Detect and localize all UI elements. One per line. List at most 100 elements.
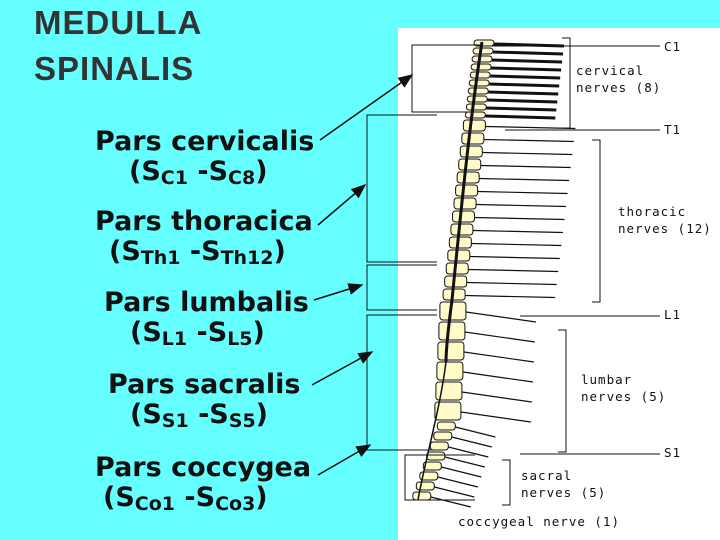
nerve-bracket — [558, 329, 567, 453]
vertebra — [465, 103, 487, 111]
vertebra — [461, 132, 485, 145]
nerve-root — [455, 426, 496, 438]
vertebra — [455, 184, 479, 197]
region-bracket — [366, 314, 437, 451]
nerve-root — [483, 138, 574, 143]
vertebra — [462, 119, 486, 132]
level-s1: S1 — [664, 445, 682, 460]
pointer-arrow — [317, 184, 367, 226]
nerve-root — [437, 476, 478, 488]
vertebra — [437, 341, 465, 361]
nerve-root — [485, 114, 556, 120]
vertebra — [450, 223, 474, 236]
vertebral-column — [412, 39, 495, 501]
vertebra — [451, 210, 475, 223]
region-pointers — [311, 74, 414, 476]
pars-sacralis: Pars sacralis (SS1 -SS5) — [108, 370, 300, 436]
vertebra — [471, 55, 493, 63]
title-line-2: SPINALIS — [34, 50, 195, 87]
vertebra — [448, 236, 472, 249]
level-t1: T1 — [664, 122, 682, 137]
level-l1: L1 — [664, 307, 682, 322]
vertebra — [447, 249, 471, 262]
pars-coccygea: Pars coccygea (SCo1 -SCo3) — [95, 453, 311, 519]
nerve-bracket — [592, 139, 601, 303]
pointer-arrow — [311, 351, 374, 386]
nerve-root — [469, 255, 560, 260]
nerve-roots — [430, 42, 576, 508]
part-segments: (SS1 -SS5) — [130, 399, 269, 433]
part-name: Pars lumbalis — [104, 287, 309, 318]
vertebra — [412, 491, 432, 501]
nerve-bracket — [562, 37, 571, 129]
nerve-root — [434, 486, 475, 498]
nerve-root — [448, 446, 489, 458]
nerve-root — [476, 203, 567, 208]
nerve-root — [490, 74, 561, 80]
level-lines — [492, 45, 660, 455]
nerve-root — [462, 371, 533, 383]
nerve-root — [491, 66, 562, 72]
vertebra — [468, 79, 490, 87]
region-bracket — [404, 454, 475, 501]
vertebra — [434, 401, 462, 421]
pointer-arrow — [313, 283, 364, 301]
region-bracket — [411, 44, 482, 113]
nerve-root — [465, 294, 556, 299]
nerve-root — [468, 268, 559, 273]
part-segments: (SC1 -SC8) — [129, 156, 268, 190]
vertebra — [445, 262, 469, 275]
nerve-root — [441, 466, 482, 478]
vertebra — [436, 421, 456, 431]
part-name: Pars sacralis — [108, 369, 301, 400]
vertebra — [439, 301, 467, 321]
level-c1: C1 — [664, 39, 682, 54]
nerve-root — [465, 311, 536, 323]
nerve-root — [488, 90, 559, 96]
pointer-arrow — [319, 74, 414, 141]
vertebra — [472, 47, 494, 55]
vertebra — [438, 321, 466, 341]
pointer-arrow — [317, 444, 372, 476]
vertebra — [469, 71, 491, 79]
nerve-root — [474, 216, 565, 221]
nerve-root — [430, 496, 471, 508]
part-name: Pars thoracica — [95, 206, 313, 237]
pars-thoracica: Pars thoracica (STh1 -STh12) — [95, 207, 313, 273]
nerve-root — [492, 50, 564, 56]
nerve-root — [444, 456, 485, 468]
vertebra — [467, 87, 489, 95]
part-segments: (SCo1 -SCo3) — [103, 482, 268, 516]
vertebra — [459, 145, 483, 158]
nerve-root — [472, 229, 563, 234]
vertebra — [456, 171, 480, 184]
nerve-root — [477, 190, 568, 195]
nerve-root — [486, 106, 557, 112]
spinal-cord — [444, 41, 484, 363]
nerve-root — [463, 351, 534, 363]
nerve-root — [492, 58, 563, 64]
vertebra — [470, 63, 492, 71]
vertebra — [429, 441, 449, 451]
vertebra — [419, 471, 439, 481]
coccygeal-nerve-label: coccygeal nerve (1) — [458, 514, 620, 529]
nerve-root — [461, 391, 532, 403]
nerve-root — [487, 98, 558, 104]
vertebra — [422, 461, 442, 471]
nerve-root — [479, 177, 570, 182]
pars-cervicalis: Pars cervicalis (SC1 -SC8) — [95, 127, 314, 193]
part-name: Pars cervicalis — [95, 126, 315, 157]
nerve-brackets — [366, 37, 601, 506]
nerve-root — [460, 411, 531, 423]
vertebra — [426, 451, 446, 461]
nerve-root — [485, 125, 576, 130]
nerve-root — [466, 281, 557, 286]
vertebra — [433, 431, 453, 441]
part-name: Pars coccygea — [95, 452, 312, 483]
region-bracket — [366, 264, 437, 311]
